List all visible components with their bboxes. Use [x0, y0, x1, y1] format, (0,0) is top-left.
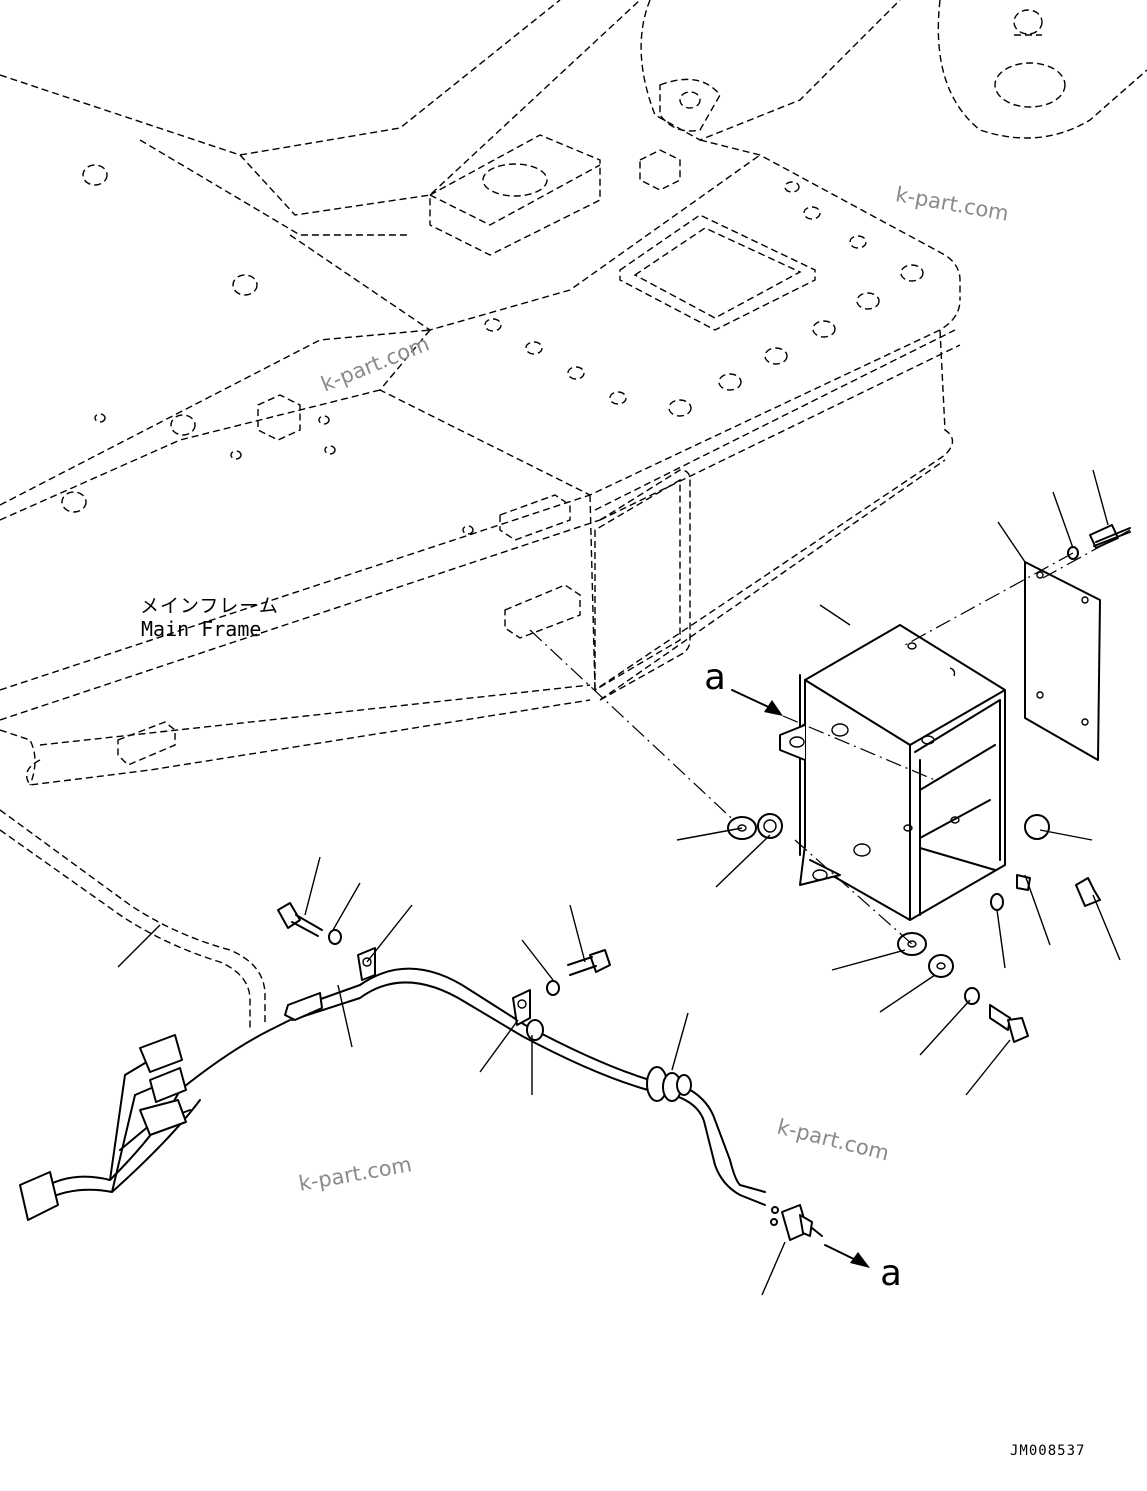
cover-hardware [904, 524, 1131, 646]
toggle-switch [770, 1204, 823, 1241]
callout-leaders [117, 469, 1121, 1296]
box-hardware [727, 813, 1101, 1043]
switch-box [779, 624, 1006, 921]
cover-plate [1024, 561, 1101, 761]
view-arrows [731, 689, 936, 1268]
view-a-label-top: a [704, 657, 726, 698]
drawing-number: JM008537 [1010, 1443, 1086, 1459]
main-frame-outline [0, 0, 1147, 1030]
leader-bracket-to-washer [529, 629, 743, 829]
frame-holes [61, 149, 924, 766]
main-frame-label-en: Main Frame [141, 617, 262, 641]
wire-harness [19, 947, 766, 1221]
main-frame-label-jp: メインフレーム [140, 595, 279, 617]
harness-hardware [277, 902, 611, 996]
view-a-label-bottom: a [880, 1253, 902, 1294]
